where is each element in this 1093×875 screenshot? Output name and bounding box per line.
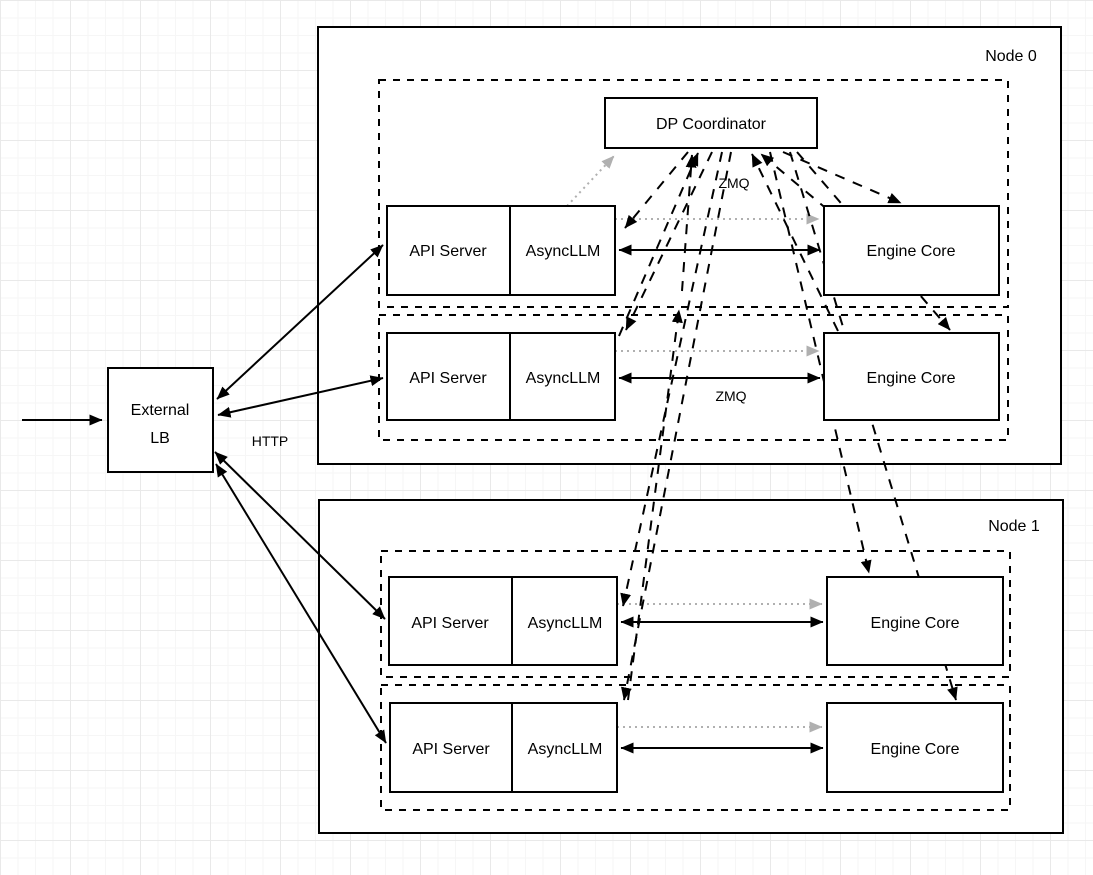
engine-core-box-2 xyxy=(823,332,1000,421)
dashed-async4-to-dp-upper xyxy=(681,154,697,292)
engine-core-box-4 xyxy=(826,702,1004,793)
api-async-box-1 xyxy=(386,205,616,296)
node1-group2-dashed-box xyxy=(380,684,1011,811)
arrow-lb-api1 xyxy=(216,244,384,400)
dashed-dp-to-async4 xyxy=(620,151,732,701)
asyncllm-label-3: AsyncLLM xyxy=(528,615,603,632)
api-async-box-2 xyxy=(386,332,616,421)
engine-core-box-1 xyxy=(823,205,1000,296)
external-lb-box xyxy=(107,367,214,473)
dashed-async4-to-dp-lower xyxy=(627,309,683,701)
external-lb-label-line2: LB xyxy=(150,430,170,447)
dashed-dp-to-engine1 xyxy=(782,151,902,204)
dashed-engine1-to-dp xyxy=(760,153,829,211)
engine-core-label-3: Engine Core xyxy=(871,615,960,632)
api-server-label-1: API Server xyxy=(409,243,487,260)
api-server-label-4: API Server xyxy=(412,741,490,758)
engine-core-label-1: Engine Core xyxy=(867,243,956,260)
dashed-dp-to-engine3 xyxy=(769,151,872,574)
node1-label: Node 1 xyxy=(988,518,1040,535)
node0-group1-dashed-box xyxy=(378,79,1009,308)
dashed-dp-to-async1 xyxy=(624,151,689,229)
zmq-edge-label-top: ZMQ xyxy=(718,175,749,191)
api-async-box-3 xyxy=(388,576,618,666)
dp-coordinator-label: DP Coordinator xyxy=(656,116,767,133)
engine-core-box-3 xyxy=(826,576,1004,666)
asyncllm-label-1: AsyncLLM xyxy=(526,243,601,260)
zmq-edge-label-mid: ZMQ xyxy=(715,388,746,404)
dashed-async2-to-dp xyxy=(618,152,699,337)
node0-label: Node 0 xyxy=(985,48,1037,65)
api-server-label-3: API Server xyxy=(411,615,489,632)
engine-core-label-2: Engine Core xyxy=(867,370,956,387)
dashed-dp-to-async3 xyxy=(620,151,723,607)
api-async-box-4 xyxy=(389,702,618,793)
external-lb-label-line1: External xyxy=(131,402,190,419)
http-edge-label: HTTP xyxy=(252,433,289,449)
asyncllm-label-2: AsyncLLM xyxy=(526,370,601,387)
asyncllm-label-4: AsyncLLM xyxy=(528,741,603,758)
dashed-dp-to-async2 xyxy=(625,151,713,331)
dp-coordinator-box xyxy=(604,97,818,149)
arrow-lb-api4 xyxy=(215,463,387,744)
dashed-engine2-to-dp xyxy=(751,153,839,332)
engine-core-label-4: Engine Core xyxy=(871,741,960,758)
api-server-label-2: API Server xyxy=(409,370,487,387)
arrow-lb-api2 xyxy=(217,375,384,418)
